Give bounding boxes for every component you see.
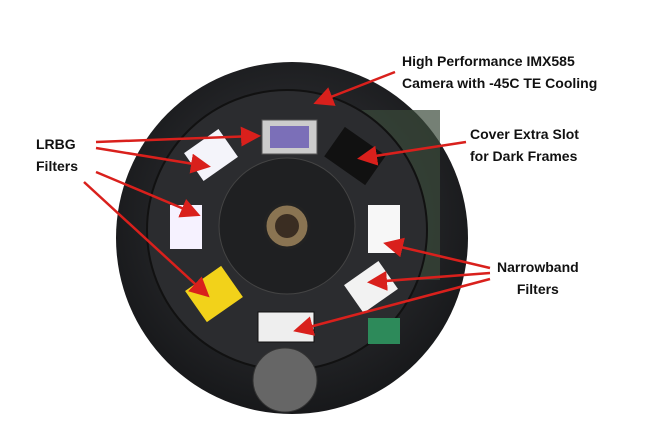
label-camera-line2: Camera with -45C TE Cooling	[402, 75, 598, 91]
label-narrowband-line2: Filters	[516, 281, 559, 297]
label-narrowband: Narrowband Filters	[497, 256, 579, 300]
label-camera-line1: High Performance IMX585	[402, 53, 575, 69]
motor	[252, 347, 318, 413]
connector	[368, 318, 400, 344]
label-lrbg-line2: Filters	[36, 158, 79, 174]
annotation-arrows	[83, 70, 491, 336]
label-camera: High Performance IMX585 Camera with -45C…	[402, 50, 597, 94]
label-cover-line2: for Dark Frames	[470, 148, 578, 164]
label-lrbg: LRBG Filters	[36, 133, 78, 177]
label-cover: Cover Extra Slot for Dark Frames	[470, 123, 579, 167]
label-cover-line1: Cover Extra Slot	[470, 126, 579, 142]
filter-r	[170, 205, 202, 249]
filter-yellow	[185, 265, 243, 323]
sensor-chip	[270, 126, 309, 148]
hub-center	[275, 214, 299, 238]
filter-dark-cover	[324, 126, 386, 186]
label-lrbg-line1: LRBG	[36, 136, 76, 152]
label-narrowband-line1: Narrowband	[497, 259, 579, 275]
